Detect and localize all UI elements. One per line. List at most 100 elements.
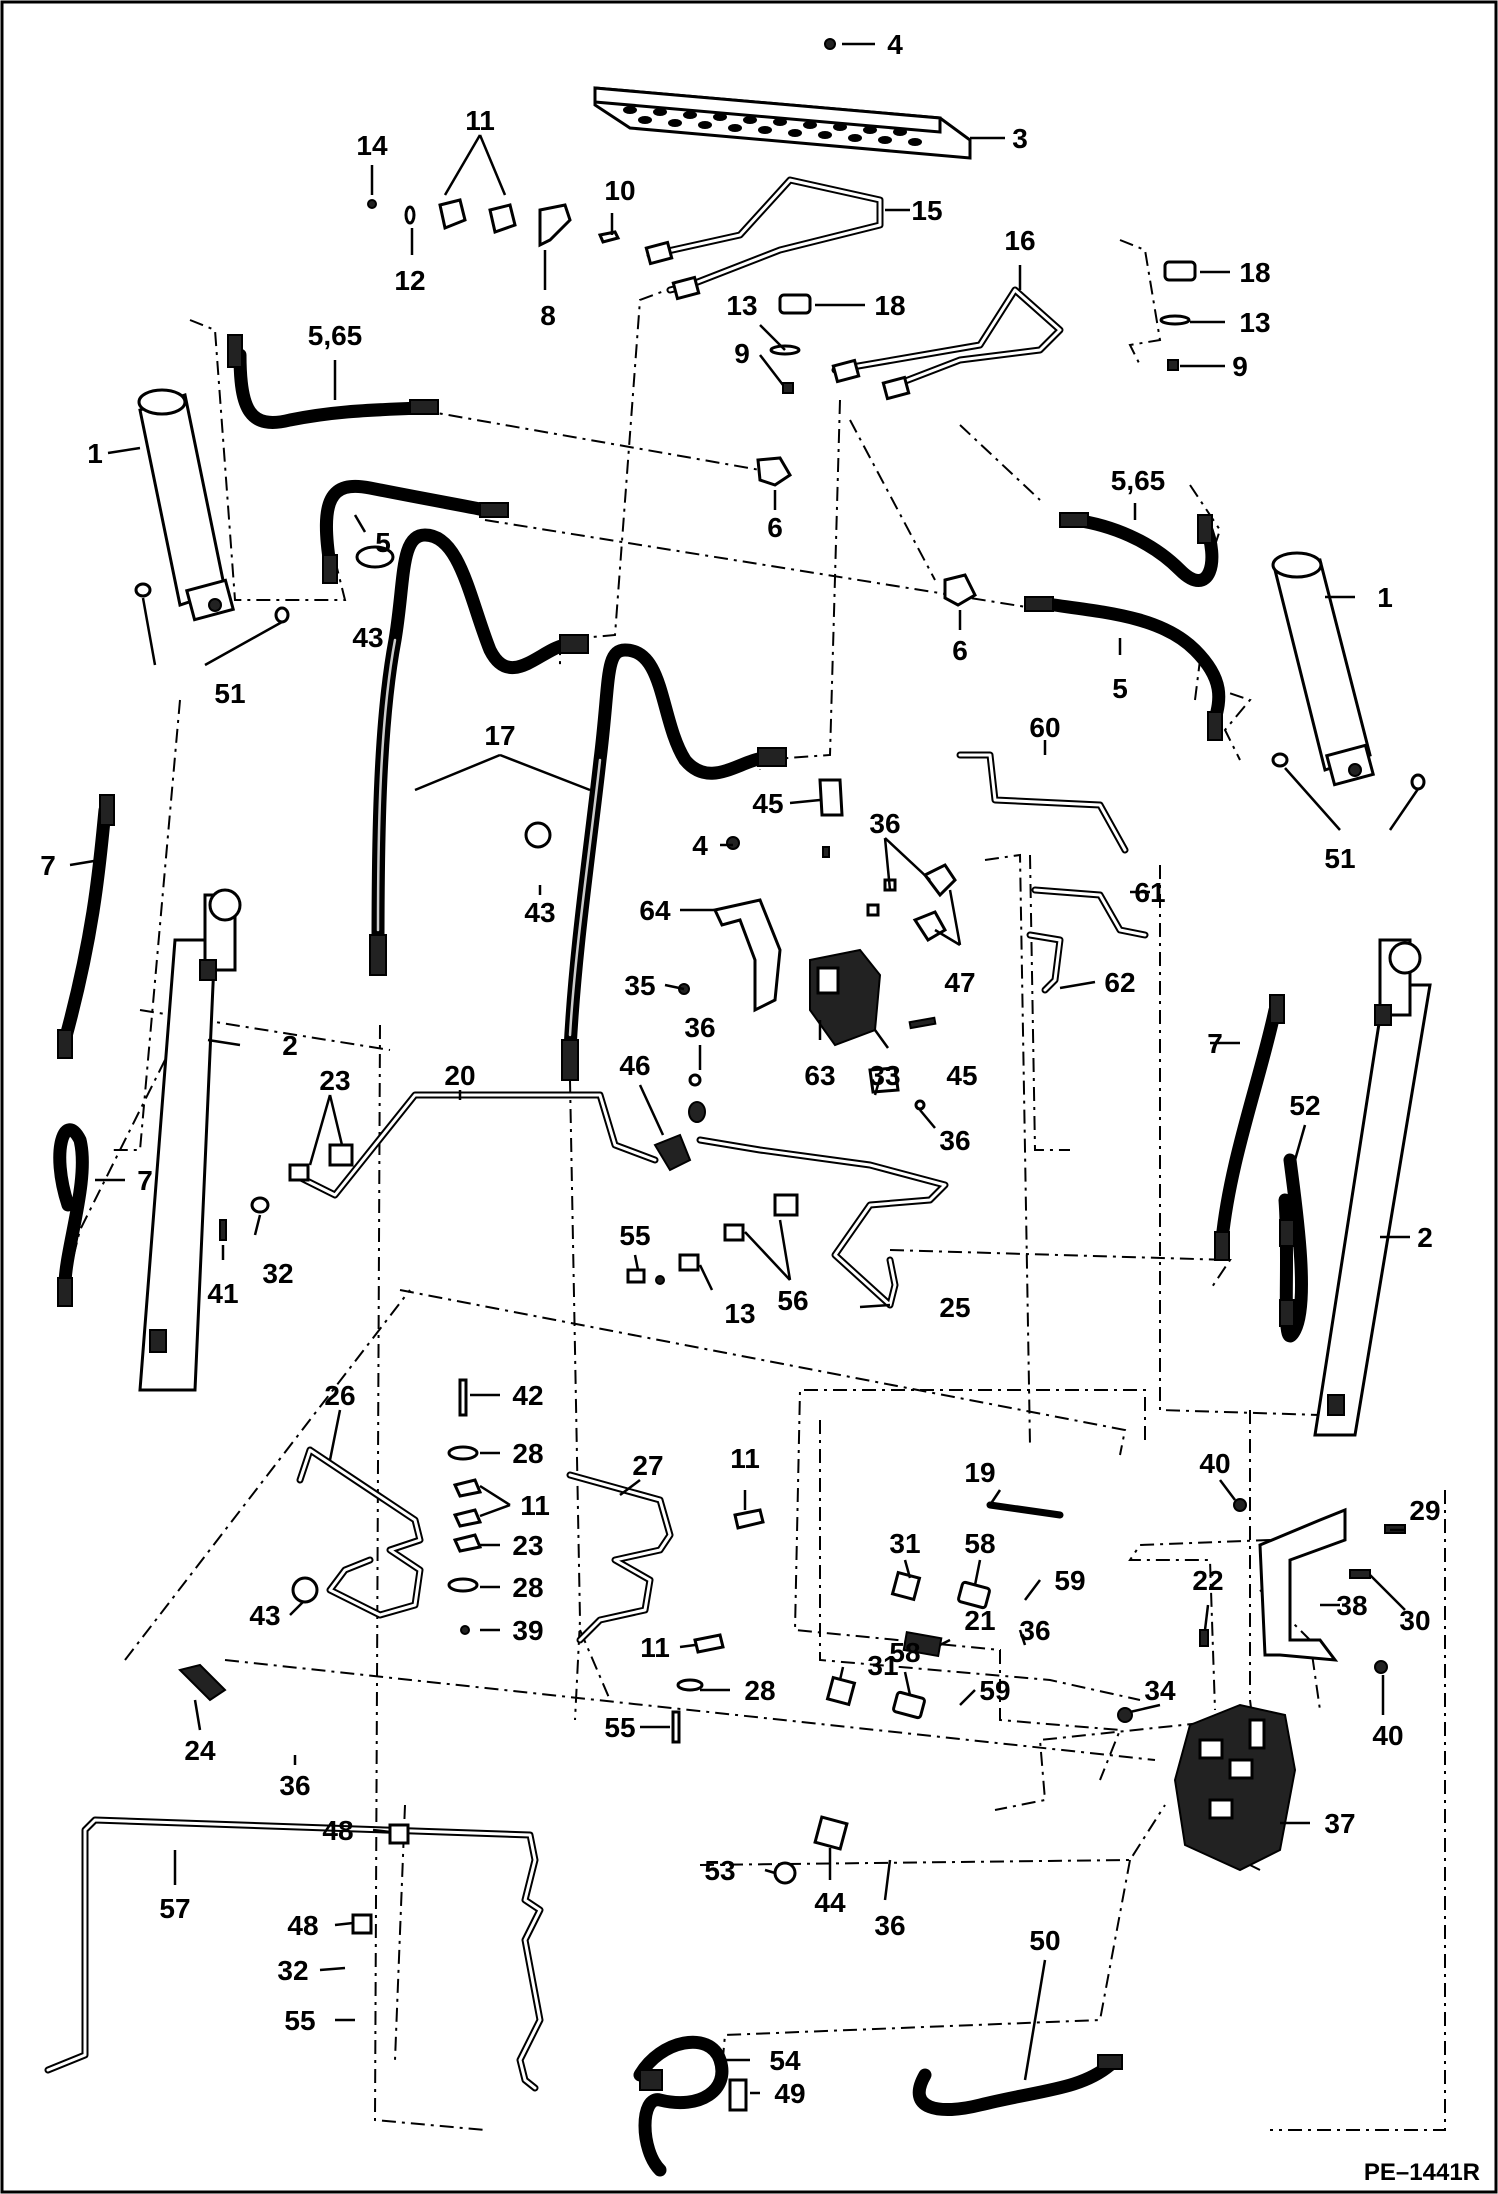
callout-43: 43 [249, 1600, 280, 1631]
callout-40: 40 [1199, 1448, 1230, 1479]
steel-tubes [44, 176, 1149, 2092]
callout-36: 36 [1019, 1615, 1050, 1646]
lift-cylinder-left-1 [137, 388, 236, 622]
callout-4: 4 [692, 830, 708, 861]
callout-43: 43 [352, 622, 383, 653]
callout-13: 13 [726, 290, 757, 321]
callout-9: 9 [734, 338, 750, 369]
callout-1: 1 [1377, 582, 1393, 613]
fittings [178, 240, 1406, 2112]
callout-33: 33 [869, 1060, 900, 1091]
callout-23: 23 [512, 1530, 543, 1561]
callout-55: 55 [284, 2005, 315, 2036]
callout-27: 27 [632, 1450, 663, 1481]
callout-10: 10 [604, 175, 635, 206]
callout-7: 7 [137, 1165, 153, 1196]
seal-51a [134, 582, 152, 598]
callout-7: 7 [40, 850, 56, 881]
callout-58: 58 [889, 1637, 920, 1668]
callout-13: 13 [1239, 307, 1270, 338]
lift-cylinder-right-1 [1271, 551, 1376, 787]
callout-38: 38 [1336, 1590, 1367, 1621]
callout-28: 28 [512, 1438, 543, 1469]
callout-1: 1 [87, 438, 103, 469]
callout-16: 16 [1004, 225, 1035, 256]
hardware-cluster-top [367, 198, 621, 248]
callout-42: 42 [512, 1380, 543, 1411]
callout-36: 36 [279, 1770, 310, 1801]
callout-3: 3 [1012, 123, 1028, 154]
callout-41: 41 [207, 1278, 238, 1309]
callout-11: 11 [640, 1632, 670, 1663]
callout-5: 5 [1112, 673, 1128, 704]
callout-31: 31 [889, 1528, 920, 1559]
callout-56: 56 [777, 1285, 808, 1316]
callout-19: 19 [964, 1457, 995, 1488]
seal-51b [274, 606, 290, 624]
callout-15: 15 [911, 195, 942, 226]
callout-36: 36 [939, 1125, 970, 1156]
callout-7: 7 [1207, 1028, 1223, 1059]
callout-36: 36 [869, 808, 900, 839]
callout-59: 59 [1054, 1565, 1085, 1596]
hoses [53, 334, 1308, 2177]
callout-49: 49 [774, 2078, 805, 2109]
callout-39: 39 [512, 1615, 543, 1646]
callout-20: 20 [444, 1060, 475, 1091]
callout-36: 36 [874, 1910, 905, 1941]
tilt-cylinder-right-2 [1313, 938, 1432, 1437]
callout-26: 26 [324, 1380, 355, 1411]
callout-37: 37 [1324, 1808, 1355, 1839]
callout-29: 29 [1409, 1495, 1440, 1526]
hose-highlights [376, 638, 602, 1037]
callout-6: 6 [767, 512, 783, 543]
leader-lines [69, 42, 1420, 2095]
callout-4: 4 [887, 29, 903, 60]
callout-55: 55 [619, 1220, 650, 1251]
seal-51d [1410, 773, 1426, 791]
callout-55: 55 [604, 1712, 635, 1743]
drawing-reference: PE–1441R [1364, 2159, 1480, 2186]
callout-14: 14 [356, 130, 388, 161]
seal-51c [1271, 752, 1289, 768]
callout-11: 11 [465, 105, 495, 136]
callout-52: 52 [1289, 1090, 1320, 1121]
callout-23: 23 [319, 1065, 350, 1096]
callout-11: 11 [730, 1443, 760, 1474]
tilt-cylinder-left-2 [138, 888, 242, 1392]
callout-28: 28 [512, 1572, 543, 1603]
callout-32: 32 [262, 1258, 293, 1289]
callout-58: 58 [964, 1528, 995, 1559]
callout-59: 59 [979, 1675, 1010, 1706]
callout-25: 25 [939, 1292, 970, 1323]
callout-63: 63 [804, 1060, 835, 1091]
callout-48: 48 [322, 1815, 353, 1846]
callout-45: 45 [946, 1060, 977, 1091]
callout-57: 57 [159, 1893, 190, 1924]
callout-40: 40 [1372, 1720, 1403, 1751]
callout-30: 30 [1399, 1605, 1430, 1636]
callout-64: 64 [639, 895, 671, 926]
callout-36: 36 [684, 1012, 715, 1043]
callout-8: 8 [540, 300, 556, 331]
step-plate-3 [593, 86, 972, 160]
callout-17: 17 [484, 720, 515, 751]
callout-44: 44 [814, 1887, 846, 1918]
callout-9: 9 [1232, 351, 1248, 382]
callout-47: 47 [944, 967, 975, 998]
callout-62: 62 [1104, 967, 1135, 998]
callout-60: 60 [1029, 712, 1060, 743]
callout-5-65: 5,65 [308, 320, 363, 351]
callout-24: 24 [184, 1735, 216, 1766]
callout-45: 45 [752, 788, 783, 819]
callout-2: 2 [282, 1030, 298, 1061]
callout-5-65: 5,65 [1111, 465, 1166, 496]
callout-2: 2 [1417, 1222, 1433, 1253]
callout-22: 22 [1192, 1565, 1223, 1596]
callout-31: 31 [867, 1650, 898, 1681]
callout-21: 21 [964, 1605, 995, 1636]
callout-50: 50 [1029, 1925, 1060, 1956]
callout-35: 35 [624, 970, 655, 1001]
